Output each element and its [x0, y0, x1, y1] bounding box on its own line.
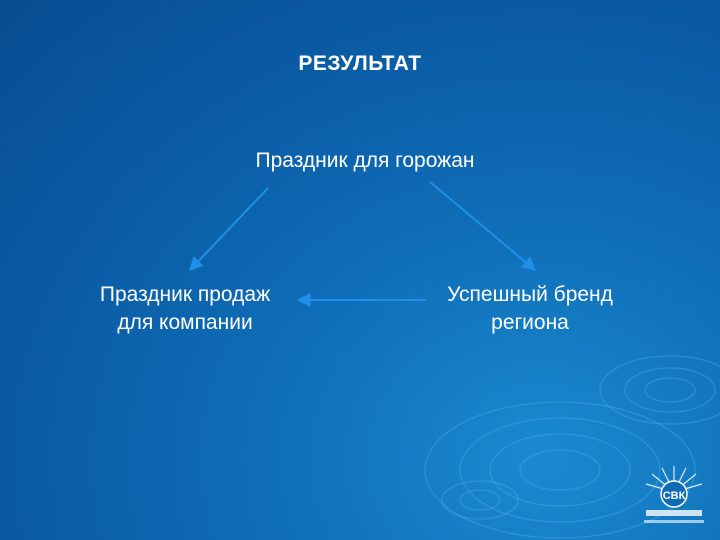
arrow-top-to-right: [429, 181, 537, 271]
company-logo-icon: СВК: [644, 466, 704, 523]
arrow-top-to-left: [189, 187, 269, 272]
node-holiday-for-citizens: Праздник для горожан: [255, 149, 475, 172]
node-successful-brand-line1: Успешный бренд: [447, 283, 613, 306]
slide-title: РЕЗУЛЬТАТ: [298, 52, 422, 75]
node-sales-holiday-line2: для компании: [117, 311, 253, 334]
node-successful-brand: Успешный бренд региона: [400, 281, 660, 337]
node-sales-holiday-line1: Праздник продаж: [99, 283, 271, 306]
logo-text: СВК: [663, 490, 686, 502]
node-sales-holiday: Праздник продаж для компании: [50, 281, 320, 337]
node-successful-brand-line2: региона: [491, 311, 569, 334]
